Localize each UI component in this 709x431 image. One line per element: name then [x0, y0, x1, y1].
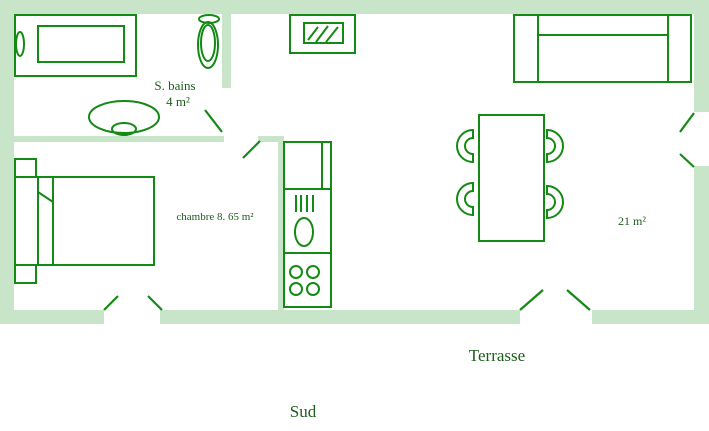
wall-south-3	[592, 310, 709, 324]
bedroom-label: chambre 8. 65 m²	[176, 211, 254, 223]
kitchen-sink	[294, 195, 314, 247]
wall-south-1	[0, 310, 104, 324]
terrace-door-right[interactable]	[566, 289, 591, 311]
chair	[456, 128, 474, 164]
bedroom-window-left[interactable]	[103, 295, 119, 311]
dining-table	[478, 114, 545, 242]
wall-east-upper	[694, 0, 709, 112]
kitchen-unit	[283, 141, 332, 308]
east-door-top[interactable]	[679, 112, 695, 133]
bathroom-area: 4 m²	[166, 94, 190, 109]
wall-south-2	[160, 310, 520, 324]
wall-east-lower	[694, 166, 709, 324]
bed	[14, 158, 155, 284]
bathroom-sink	[88, 100, 160, 136]
wall-north	[0, 0, 709, 14]
wall-west	[0, 0, 14, 324]
toilet	[197, 14, 220, 69]
bedroom-window-right[interactable]	[147, 295, 163, 311]
wall-kitchen	[278, 142, 284, 310]
doors	[103, 109, 695, 311]
bedroom-inner-door[interactable]	[242, 140, 261, 159]
bathroom-door[interactable]	[204, 109, 223, 133]
tv-unit	[289, 14, 356, 54]
chair	[546, 184, 564, 220]
chairs	[456, 128, 564, 220]
wall-bath-east	[222, 14, 231, 88]
orientation-label: Sud	[290, 402, 317, 421]
bathroom-name: S. bains	[154, 78, 195, 93]
sofa	[513, 14, 692, 83]
terrace-label: Terrasse	[469, 346, 525, 365]
bathtub	[14, 14, 137, 77]
chair	[546, 128, 564, 164]
wall-stub	[258, 136, 284, 142]
chair	[456, 181, 474, 217]
east-door-bottom[interactable]	[679, 153, 695, 168]
living-area: 21 m²	[618, 214, 646, 228]
stove	[289, 265, 320, 296]
walls	[0, 0, 709, 324]
wall-bath-bedroom	[14, 136, 224, 142]
terrace-door-left[interactable]	[519, 289, 544, 311]
